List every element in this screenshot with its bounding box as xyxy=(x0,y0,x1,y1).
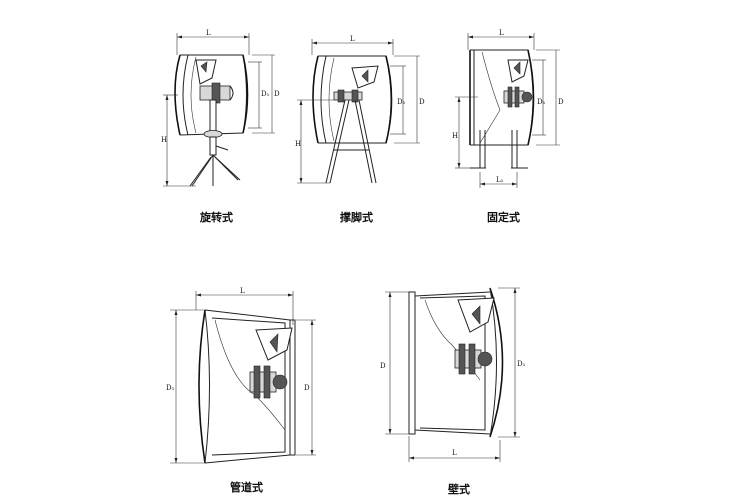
figure-fixed-type: L L₁ D₁ D xyxy=(452,29,564,188)
dim-d-label: D xyxy=(558,98,564,106)
dim-d-label: D xyxy=(304,384,310,392)
dim-d-label: D xyxy=(419,98,425,106)
dim-l-label: L xyxy=(206,29,211,37)
dim-d1-label: D₁ xyxy=(261,90,270,98)
dim-d1-label: D₁ xyxy=(166,384,175,392)
dim-l-label: L xyxy=(240,287,245,295)
dim-h-label: H xyxy=(295,140,301,148)
dim-h-label: H xyxy=(452,132,458,140)
dim-l-label: L xyxy=(350,35,355,43)
dim-h-label: H xyxy=(161,136,167,144)
dim-l-label: L xyxy=(452,449,457,457)
caption-duct-type: 管道式 xyxy=(230,481,263,494)
dim-l1-label: L₁ xyxy=(496,176,504,184)
dim-d1-label: D₁ xyxy=(397,98,406,106)
dim-d-label: D xyxy=(380,362,386,370)
dim-d1-label: D₁ xyxy=(517,360,526,368)
figure-duct-type: L D₁ D xyxy=(166,287,316,464)
dim-d-label: D xyxy=(274,90,280,98)
caption-rotating-type: 旋转式 xyxy=(200,211,233,224)
dim-d1-label: D₁ xyxy=(537,98,546,106)
dim-l-label: L xyxy=(499,29,504,37)
figure-rotating-type: L D₁ D H xyxy=(161,29,280,187)
figure-wall-type: D D₁ L xyxy=(380,287,526,462)
figure-stand-type: L D₁ D H xyxy=(295,35,425,184)
caption-fixed-type: 固定式 xyxy=(487,211,520,224)
caption-stand-type: 撑脚式 xyxy=(340,211,373,224)
caption-wall-type: 壁式 xyxy=(448,483,470,496)
